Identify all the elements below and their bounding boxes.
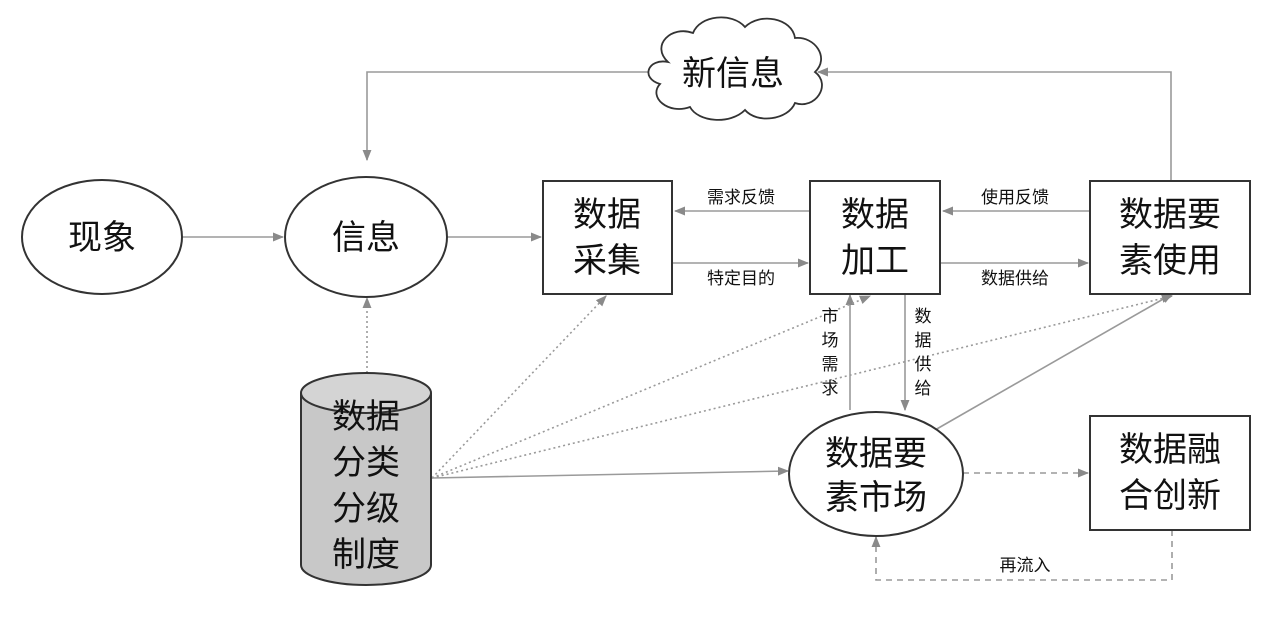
market-demand-char-3: 需 (822, 355, 839, 375)
data-collection-node: 数据 采集 (542, 180, 673, 295)
classification-cylinder: 数据 分类 分级 制度 (300, 372, 432, 586)
data-market-node: 数据要 素市场 (788, 411, 964, 537)
processing-label-line1: 数据 (841, 195, 909, 235)
data-processing-node: 数据 加工 (809, 180, 941, 295)
vertical-supply-char-3: 供 (915, 355, 932, 375)
vertical-supply-char-4: 给 (915, 379, 932, 399)
edge-classification-to-collection (431, 295, 607, 479)
edge-newinfo-to-information (362, 71, 650, 162)
market-demand-char-1: 市 (822, 307, 839, 327)
edge-classification-to-use (431, 294, 1174, 479)
element-use-label-line2: 素使用 (1119, 241, 1221, 281)
new-information-label: 新信息 (682, 54, 784, 94)
market-demand-char-4: 求 (822, 379, 839, 399)
market-label-line1: 数据要 (825, 434, 927, 474)
information-node: 信息 (284, 176, 448, 298)
market-demand-label: 市 场 需 求 (822, 307, 839, 399)
market-demand-char-2: 场 (822, 331, 839, 351)
edge-market-to-use (934, 293, 1173, 431)
edge-innovation-reflow (871, 530, 1173, 581)
data-innovation-node: 数据融 合创新 (1089, 415, 1251, 531)
data-element-use-node: 数据要 素使用 (1089, 180, 1251, 295)
classification-label-line2: 分类 (332, 443, 400, 483)
collection-label-line2: 采集 (573, 241, 641, 281)
classification-label-line1: 数据 (332, 397, 400, 437)
demand-feedback-label: 需求反馈 (707, 188, 775, 208)
use-feedback-label: 使用反馈 (981, 187, 1049, 208)
data-supply-label: 数据供给 (981, 269, 1049, 289)
new-information-cloud: 新信息 (647, 16, 823, 121)
phenomenon-label: 现象 (68, 218, 136, 258)
specific-purpose-label: 特定目的 (707, 269, 775, 289)
edge-use-to-newinfo (816, 67, 1172, 180)
market-label-line2: 素市场 (825, 478, 927, 518)
classification-label-line3: 分级 (332, 489, 400, 529)
classification-label-line4: 制度 (332, 535, 400, 575)
edge-classification-to-processing (431, 295, 872, 479)
vertical-data-supply-label: 数 据 供 给 (915, 307, 932, 399)
phenomenon-node: 现象 (21, 179, 183, 295)
element-use-label-line1: 数据要 (1119, 195, 1221, 235)
processing-label-line2: 加工 (841, 241, 909, 281)
innovation-label-line1: 数据融 (1119, 430, 1221, 470)
innovation-label-line2: 合创新 (1119, 476, 1221, 516)
vertical-supply-char-2: 据 (915, 331, 932, 351)
vertical-supply-char-1: 数 (915, 307, 932, 327)
reflow-label: 再流入 (1000, 556, 1051, 576)
information-label: 信息 (332, 218, 400, 258)
edge-classification-to-market (431, 466, 790, 479)
collection-label-line1: 数据 (573, 195, 641, 235)
